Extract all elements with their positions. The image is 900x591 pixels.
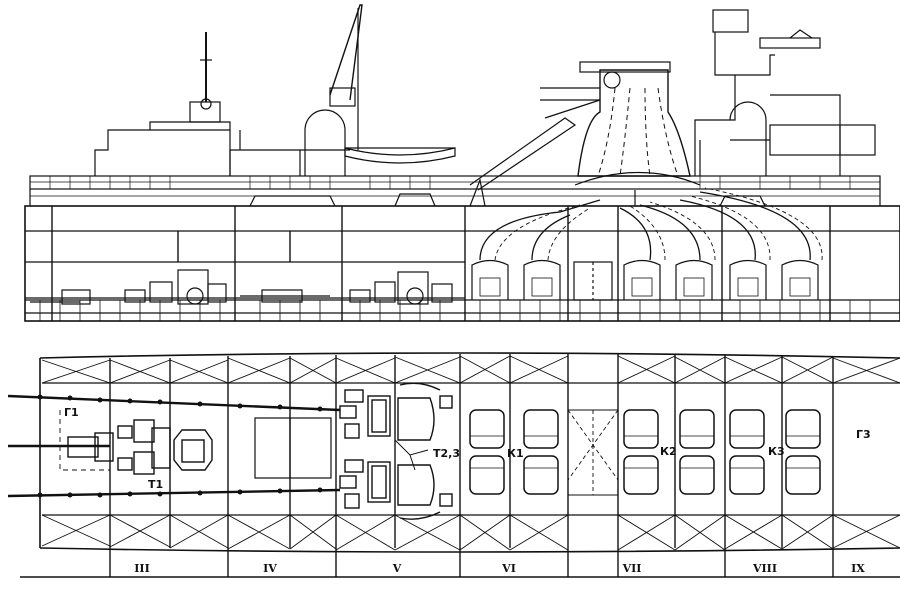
label-t23: Т2,3 [433,447,460,460]
label-k2: К2 [660,445,677,458]
label-k1: К1 [507,447,524,460]
side-elevation [24,4,900,322]
section-number: IX [851,562,865,575]
section-number: III [134,562,149,575]
section-number: VIII [752,562,777,575]
section-number: V [392,562,402,575]
label-g3: Г3 [856,428,871,441]
section-numbers: III IV V VI VII VIII IX [134,562,865,575]
label-t1: Т1 [148,478,163,491]
label-g1: Г1 [64,406,79,419]
label-k3: К3 [768,445,785,458]
section-number: VI [501,562,516,575]
section-number: VII [622,562,642,575]
section-number: IV [263,562,277,575]
plan-labels: Г1 Т1 Т2,3 К1 К2 К3 Г3 [64,406,871,491]
plan-view [7,352,900,578]
